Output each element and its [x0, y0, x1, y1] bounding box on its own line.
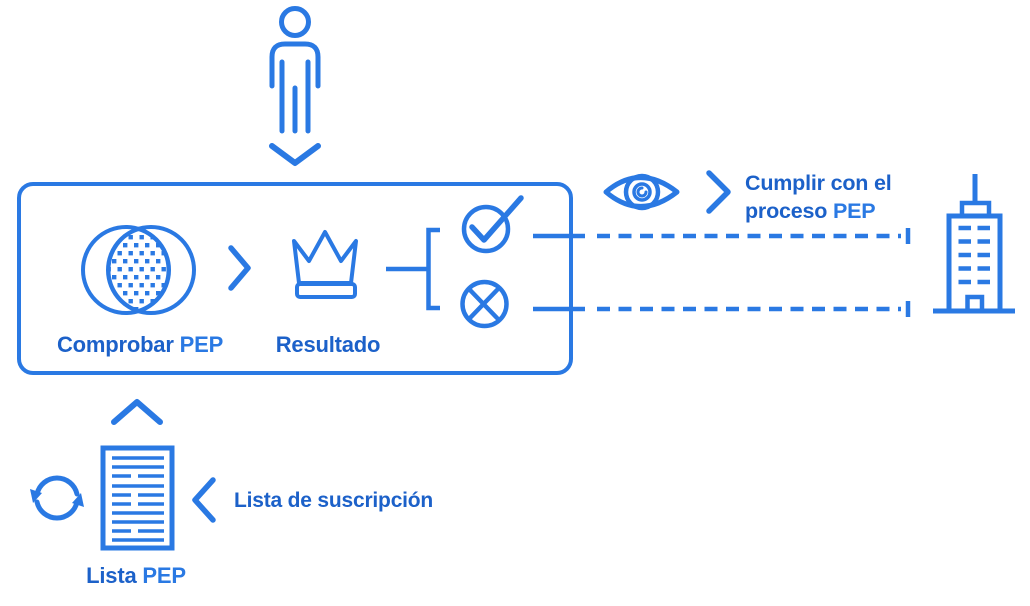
- chevron-right-icon: [228, 245, 251, 291]
- document-icon: [100, 445, 175, 551]
- check-step-highlight: PEP: [179, 332, 224, 357]
- compliance-line2-highlight: PEP: [833, 199, 876, 223]
- pep-list-label: Lista PEP: [86, 563, 186, 589]
- pep-list-highlight: PEP: [142, 563, 186, 588]
- compliance-line2: proceso PEP: [745, 197, 892, 225]
- compliance-line1: Cumplir con el: [745, 171, 892, 195]
- outcome-bracket: [386, 227, 440, 311]
- chevron-right-icon: [706, 170, 731, 214]
- chevron-left-icon: [192, 477, 216, 523]
- sync-icon: [30, 475, 84, 521]
- connector-bottom: [533, 301, 911, 317]
- result-step-word: Resultado: [275, 332, 381, 357]
- person-icon: [269, 6, 321, 134]
- building-door: [965, 294, 985, 311]
- building-windows: [958, 225, 990, 285]
- building-icon: [933, 174, 1015, 314]
- connector-top: [533, 228, 911, 244]
- check-step-word: Comprobar: [56, 332, 174, 357]
- chevron-down-icon: [269, 143, 321, 166]
- cross-circle-icon: [460, 279, 509, 329]
- chevron-up-icon: [111, 399, 163, 425]
- process-box: [17, 182, 573, 375]
- crown-icon: [292, 230, 358, 299]
- subscription-note: Lista de suscripción: [234, 489, 433, 513]
- venn-overlap-icon: [81, 225, 196, 315]
- pep-list-word: Lista: [86, 563, 137, 588]
- eye-icon: [603, 173, 680, 211]
- check-circle-icon: [461, 195, 524, 254]
- compliance-note: Cumplir con el proceso PEP: [745, 169, 892, 225]
- result-step-label: Resultado: [276, 332, 381, 358]
- check-step-label: Comprobar PEP: [57, 332, 223, 358]
- subscription-word: Lista de suscripción: [234, 489, 434, 512]
- document-lines: [112, 456, 164, 542]
- compliance-line2-word: proceso: [745, 199, 828, 223]
